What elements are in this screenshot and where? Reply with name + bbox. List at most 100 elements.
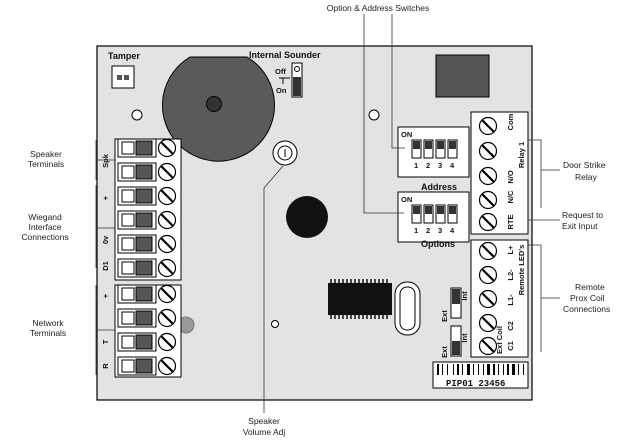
network-terminals-annotation-2: Terminals [30,328,66,338]
wiegand-annotation-1: Wiegand [28,212,62,222]
spk-pin-label: Spk [101,153,110,168]
door-strike-annotation-1: Door Strike [563,160,606,170]
options-dip-2: 2 [426,226,430,235]
wire-terminal[interactable] [117,258,157,278]
wiegand-annotation-3: Connections [21,232,68,242]
wire-terminal[interactable] [117,210,157,230]
terminal-screw[interactable] [157,234,177,254]
sounder-on-label: On [276,86,287,95]
relay-component [435,54,490,98]
wire-terminal[interactable] [117,332,157,352]
relay-terminal-screw[interactable] [478,190,498,210]
options-dip-1: 1 [414,226,418,235]
wire-terminal[interactable] [117,138,157,158]
terminal-screw[interactable] [157,138,177,158]
option-address-switches-annotation: Option & Address Switches [327,3,430,13]
prox-terminal-screw[interactable] [478,313,498,333]
no-pin-label: N/O [506,170,515,184]
terminal-screw[interactable] [157,332,177,352]
wire-terminal[interactable] [117,234,157,254]
internal-sounder-label: Internal Sounder [249,50,321,60]
relay-terminal-screw[interactable] [478,166,498,186]
wiegand-annotation-2: Interface [28,222,61,232]
address-dip-4: 4 [450,161,455,170]
network-plus-pin-label: + [101,293,110,298]
c2-pin-label: C2 [506,321,515,331]
l2-pin-label: L2- [506,269,515,281]
jumper2-ext-label: Ext [440,346,449,358]
leader-lines [95,14,560,413]
com-pin-label: Com [506,113,515,130]
wire-terminal[interactable] [117,162,157,182]
options-label: Options [421,239,455,249]
prox-terminal-screw[interactable] [478,289,498,309]
terminal-screw[interactable] [157,308,177,328]
lplus-pin-label: L+ [506,245,515,255]
options-dip-3: 3 [438,226,442,235]
speaker-volume-annotation-2: Volume Adj [243,427,286,437]
jumper2-int-label: Int [460,333,469,343]
relay1-label: Relay 1 [517,142,526,168]
terminal-screw[interactable] [157,162,177,182]
door-strike-annotation-2: Relay [575,172,597,182]
remote-prox-annotation-3: Connections [563,304,610,314]
relay-terminal-screw[interactable] [478,141,498,161]
l1-pin-label: L1- [506,294,515,306]
jumper1-ext-label: Ext [440,310,449,322]
network-terminals-annotation-1: Network [32,318,64,328]
terminal-screw[interactable] [157,210,177,230]
mounting-hole [271,320,279,328]
black-component [286,196,328,238]
speaker-terminals-annotation-1: Speaker [30,149,62,159]
address-dip-1: 1 [414,161,418,170]
wire-terminal[interactable] [117,284,157,304]
prox-terminal-screw[interactable] [478,241,498,261]
tamper-switch [111,65,135,89]
prox-terminal-screw[interactable] [478,336,498,356]
options-on-label: ON [401,195,412,204]
address-dip-switch[interactable] [397,126,470,178]
serial-barcode [432,361,529,389]
remote-prox-annotation-1: Remote [575,282,605,292]
nc-pin-label: N/C [506,190,515,204]
speaker-volume-annotation-1: Speaker [248,416,280,426]
relay-terminal-screw[interactable] [478,212,498,232]
d1-pin-label: D1 [101,261,110,271]
wire-terminal[interactable] [117,356,157,376]
plus-pin-label: + [101,195,110,200]
terminal-screw[interactable] [157,258,177,278]
ic-chip [328,279,392,319]
serial-number: PIP01 23456 [446,379,505,389]
address-on-label: ON [401,130,412,139]
remote-prox-annotation-2: Prox Coil [570,293,605,303]
rte-annotation-2: Exit Input [562,221,598,231]
jumper1-int-label: Int [460,291,469,301]
prox-terminal-block [470,239,529,358]
minus-pin-label: 0v [101,235,110,244]
sounder-buzzer [162,56,275,162]
options-dip-4: 4 [450,226,455,235]
address-dip-3: 3 [438,161,442,170]
r-pin-label: R [101,363,110,369]
terminal-screw[interactable] [157,186,177,206]
wire-terminal[interactable] [117,308,157,328]
tamper-label: Tamper [108,51,140,61]
options-dip-switch[interactable] [397,191,470,243]
mounting-hole [368,109,380,121]
mounting-hole [131,109,143,121]
address-dip-2: 2 [426,161,430,170]
terminal-screw[interactable] [157,284,177,304]
speaker-terminals-annotation-2: Terminals [28,159,64,169]
prox-terminal-screw[interactable] [478,265,498,285]
address-label: Address [421,182,457,192]
ext-coil-label: Ext Coil [495,326,504,354]
wire-terminal[interactable] [117,186,157,206]
sounder-off-label: Off [275,67,286,76]
c1-pin-label: C1 [506,341,515,351]
terminal-screw[interactable] [157,356,177,376]
rte-annotation-1: Request to [562,210,603,220]
remote-leds-label: Remote LED's [517,245,526,296]
t-pin-label: T [101,339,110,344]
relay-terminal-screw[interactable] [478,116,498,136]
